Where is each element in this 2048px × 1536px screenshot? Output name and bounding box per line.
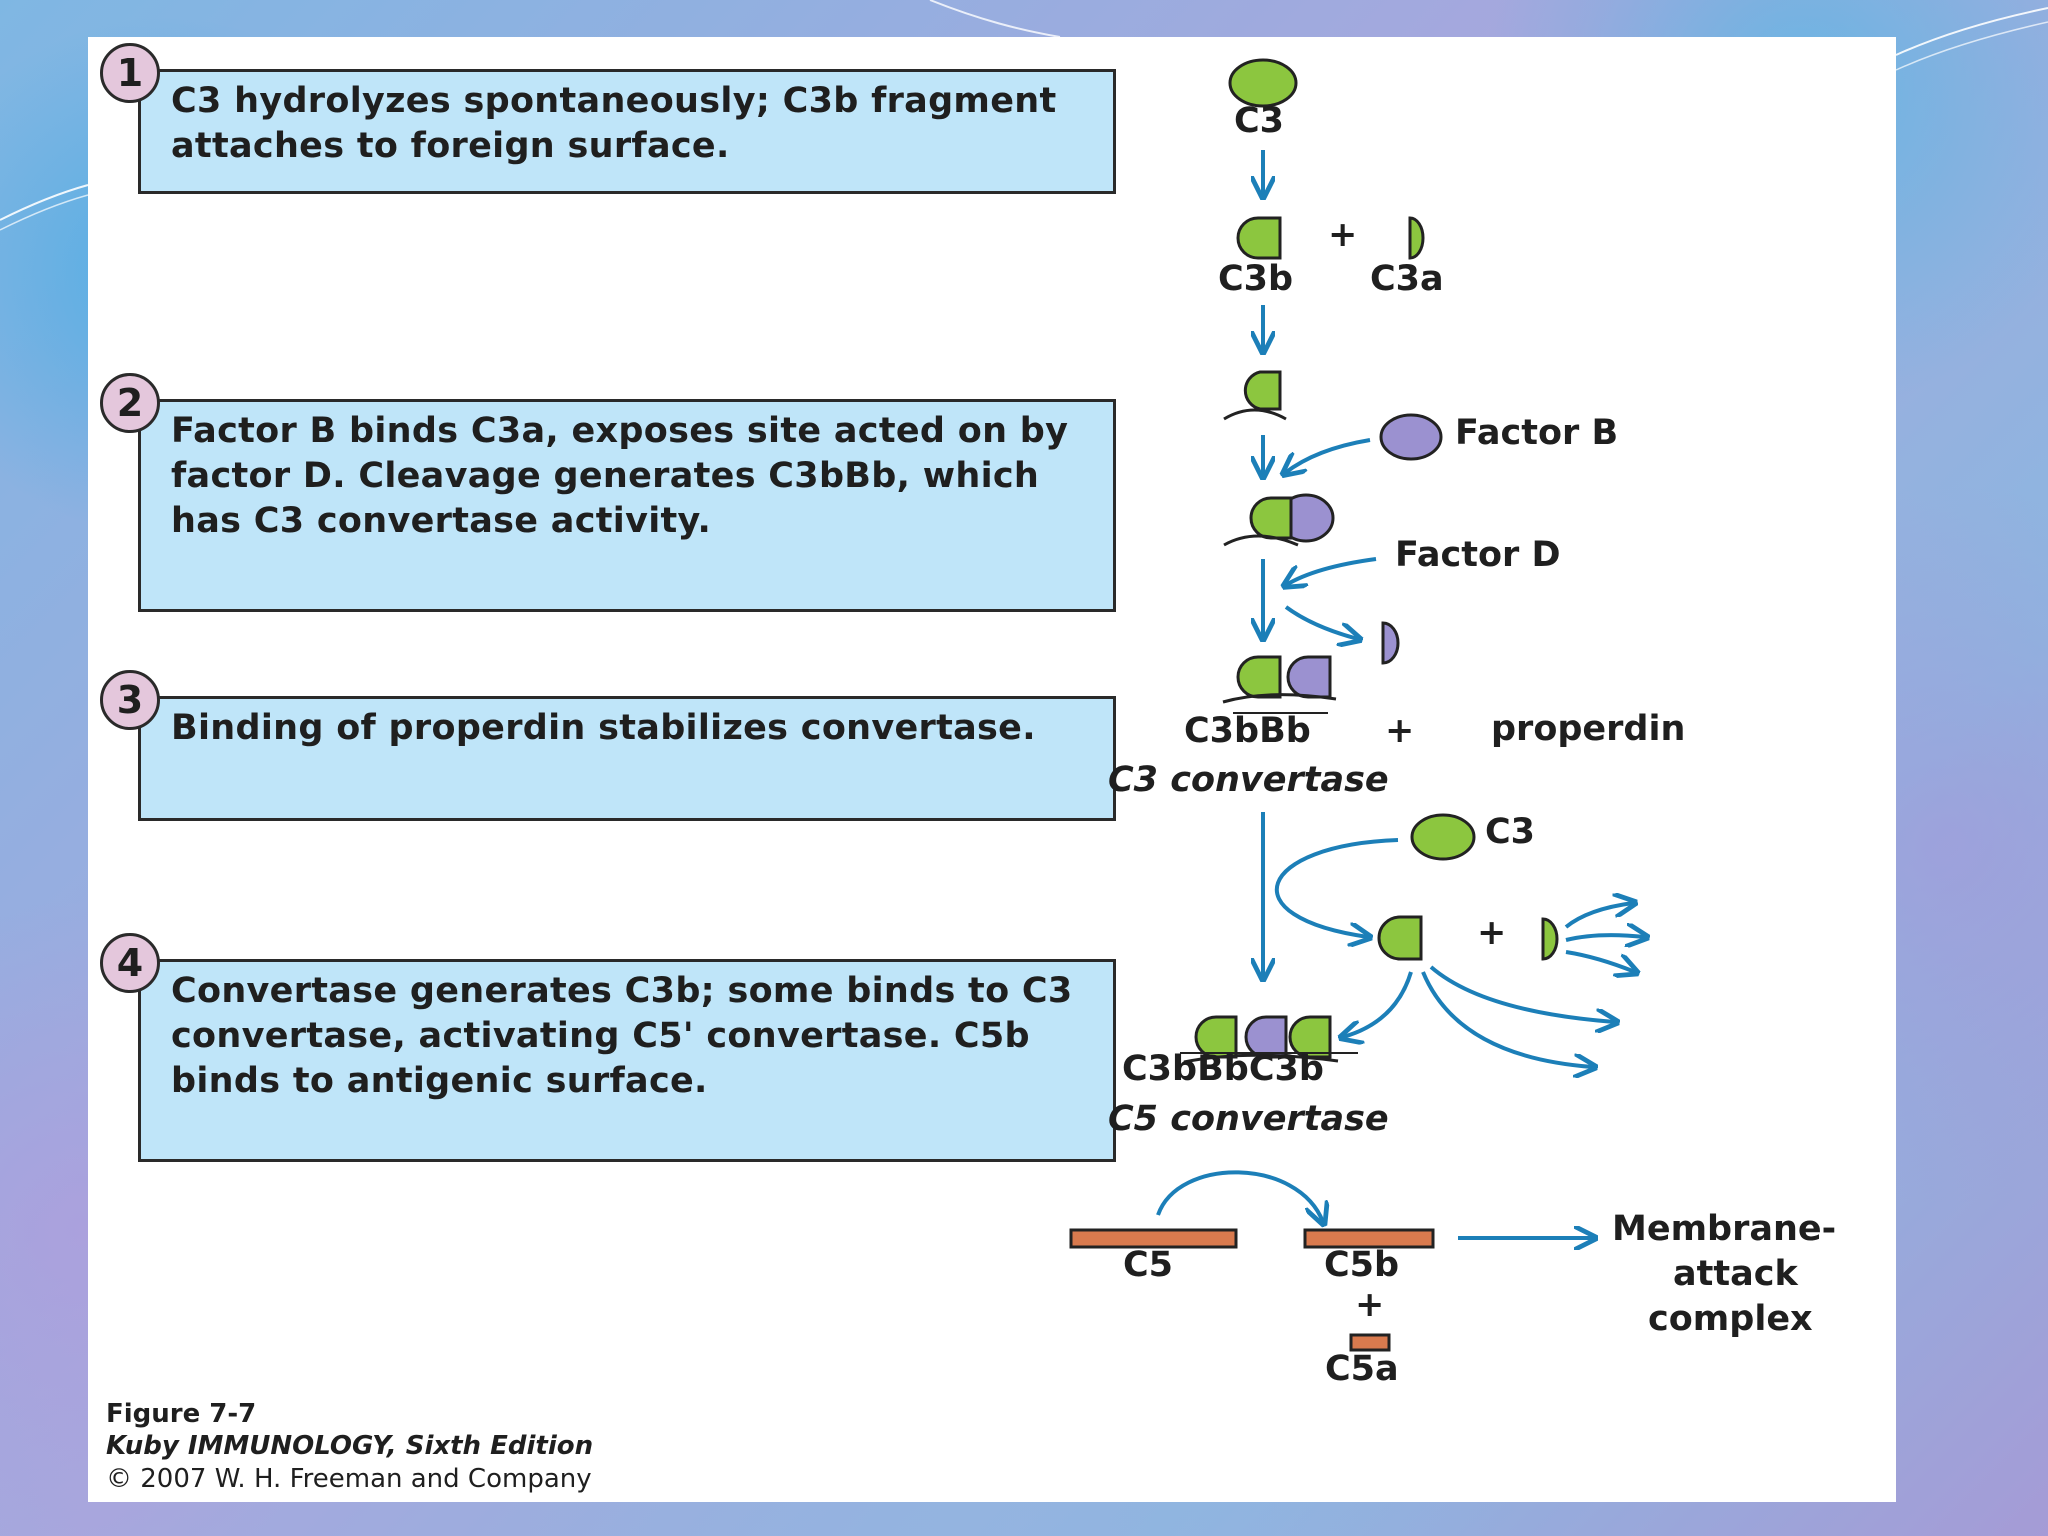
step-box-3: Binding of properdin stabilizes converta… [138,696,1116,821]
label-c5b: C5b [1324,1245,1400,1285]
c3b-bound-fragment [1243,370,1282,411]
caption-copyright: © 2007 W. H. Freeman and Company [106,1464,592,1494]
c3-molecule-second [1410,813,1476,861]
surface-arc-2 [1223,534,1299,547]
label-factor-d: Factor D [1395,535,1561,575]
surface-arc-4 [1183,1053,1339,1064]
c5b-bar [1303,1228,1435,1249]
step-text-2: Factor B binds C3a, exposes site acted o… [171,411,1069,541]
arrow-c3a-scatter-2 [1565,935,1645,940]
ba-fragment [1381,621,1400,665]
c3b-fragment [1236,216,1282,260]
label-factor-b: Factor B [1455,413,1619,453]
label-c3b: C3b [1218,259,1294,299]
c5-bar [1069,1228,1238,1249]
label-c5a: C5a [1325,1349,1399,1389]
label-mac-line3: complex [1648,1299,1813,1339]
arrow-c3b-scatter-1 [1429,965,1615,1022]
caption-book: Kuby IMMUNOLOGY, Sixth Edition [106,1431,594,1461]
arrow-c3b-bind-convertase [1343,971,1413,1037]
label-c3-top: C3 [1234,101,1285,141]
c3a-produced [1541,917,1559,961]
label-c3-convertase: C3 convertase [1108,760,1389,800]
c3b-in-c3bb [1249,496,1293,540]
c3b-in-c3bbb [1236,655,1282,699]
step-number-badge-2: 2 [100,373,160,433]
label-plus-1: + [1328,215,1358,255]
label-c3bbb: C3bBb [1184,711,1311,751]
step-box-2: Factor B binds C3a, exposes site acted o… [138,399,1116,612]
arrow-c3-cleavage [1275,838,1399,937]
label-c3a: C3a [1370,259,1444,299]
caption-figure: Figure 7-7 [106,1399,257,1429]
c5a-bar [1349,1333,1391,1352]
arrow-factor-b-in [1285,438,1371,473]
c3b-produced [1377,915,1423,961]
step-box-1: C3 hydrolyzes spontaneously; C3b fragmen… [138,69,1116,194]
bb-in-c3bbb [1286,655,1332,699]
surface-arc-1 [1223,408,1287,421]
arrow-c3b-scatter-2 [1421,971,1593,1067]
label-mac-line2: attack [1673,1254,1798,1294]
step-number-badge-4: 4 [100,933,160,993]
label-c5: C5 [1123,1245,1174,1285]
label-c3bbbc3b: C3bBbC3b [1122,1049,1324,1089]
factor-b-molecule [1379,413,1443,461]
surface-arc-3 [1222,693,1337,704]
c3a-fragment [1408,216,1425,260]
arrow-factor-d-in [1286,557,1377,585]
step-text-4: Convertase generates C3b; some binds to … [171,971,1073,1101]
step-box-4: Convertase generates C3b; some binds to … [138,959,1116,1162]
arrow-c5-cleavage [1156,1170,1323,1222]
arrow-ba-release [1284,605,1358,639]
arrow-c3a-scatter-1 [1564,903,1633,929]
step-number-badge-1: 1 [100,43,160,103]
label-plus-3: + [1477,913,1507,953]
label-c3-second: C3 [1485,812,1536,852]
figure-panel: C3 hydrolyzes spontaneously; C3b fragmen… [88,37,1896,1502]
label-mac-line1: Membrane- [1612,1209,1837,1249]
complement-pathway-diagram [1069,58,1896,1352]
step-text-1: C3 hydrolyzes spontaneously; C3b fragmen… [171,81,1057,166]
step-number-badge-3: 3 [100,670,160,730]
c3-molecule [1228,58,1298,108]
label-plus-2: + [1385,711,1415,751]
label-properdin: properdin [1491,709,1686,749]
arrow-c3a-scatter-3 [1565,950,1635,972]
step-text-3: Binding of properdin stabilizes converta… [171,708,1036,748]
label-c5-convertase: C5 convertase [1108,1099,1389,1139]
label-plus-4: + [1355,1285,1385,1325]
